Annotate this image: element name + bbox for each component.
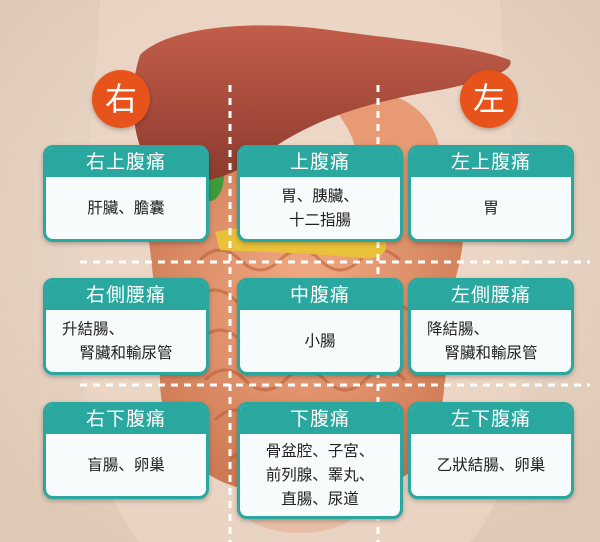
region-title: 左下腹痛	[411, 405, 571, 434]
region-organs: 骨盆腔、子宮、 前列腺、睪丸、 直腸、尿道	[240, 434, 400, 516]
region-title: 下腹痛	[240, 405, 400, 434]
region-upper: 上腹痛 胃、胰臟、 十二指腸	[237, 145, 403, 242]
organ-line: 腎臟和輸尿管	[79, 344, 173, 362]
region-organs: 胃、胰臟、 十二指腸	[240, 177, 400, 239]
organ-line: 骨盆腔、子宮、	[265, 442, 375, 460]
region-title: 右下腹痛	[46, 405, 206, 434]
organ-line: 小腸	[304, 332, 336, 350]
organ-line: 肝臟、膽囊	[87, 199, 165, 217]
organ-line: 胃	[483, 199, 499, 217]
region-left-upper: 左上腹痛 胃	[408, 145, 574, 242]
liver	[132, 25, 511, 182]
organ-line: 腎臟和輸尿管	[444, 344, 538, 362]
region-organs: 升結腸、 腎臟和輸尿管	[46, 310, 206, 372]
region-title: 中腹痛	[240, 281, 400, 310]
region-title: 左側腰痛	[411, 281, 571, 310]
left-side-label: 左	[460, 70, 518, 128]
region-title: 右側腰痛	[46, 281, 206, 310]
region-right-flank: 右側腰痛 升結腸、 腎臟和輸尿管	[43, 278, 209, 375]
region-left-lower: 左下腹痛 乙狀結腸、卵巢	[408, 402, 574, 499]
region-title: 上腹痛	[240, 148, 400, 177]
region-organs: 胃	[411, 177, 571, 239]
region-right-upper: 右上腹痛 肝臟、膽囊	[43, 145, 209, 242]
organ-line: 直腸、尿道	[281, 490, 359, 508]
region-title: 右上腹痛	[46, 148, 206, 177]
organ-line: 胃、胰臟、	[281, 187, 359, 205]
organ-line: 降結腸、	[427, 320, 490, 338]
region-left-flank: 左側腰痛 降結腸、 腎臟和輸尿管	[408, 278, 574, 375]
organ-line: 十二指腸	[288, 211, 351, 229]
organ-line: 盲腸、卵巢	[87, 456, 165, 474]
organ-line: 升結腸、	[62, 320, 125, 338]
region-organs: 小腸	[240, 310, 400, 372]
region-organs: 乙狀結腸、卵巢	[411, 434, 571, 496]
region-middle: 中腹痛 小腸	[237, 278, 403, 375]
right-side-label: 右	[92, 70, 150, 128]
region-right-lower: 右下腹痛 盲腸、卵巢	[43, 402, 209, 499]
region-organs: 肝臟、膽囊	[46, 177, 206, 239]
region-organs: 降結腸、 腎臟和輸尿管	[411, 310, 571, 372]
region-lower: 下腹痛 骨盆腔、子宮、 前列腺、睪丸、 直腸、尿道	[237, 402, 403, 519]
organ-line: 乙狀結腸、卵巢	[436, 456, 546, 474]
organ-line: 前列腺、睪丸、	[265, 466, 375, 484]
region-organs: 盲腸、卵巢	[46, 434, 206, 496]
region-title: 左上腹痛	[411, 148, 571, 177]
